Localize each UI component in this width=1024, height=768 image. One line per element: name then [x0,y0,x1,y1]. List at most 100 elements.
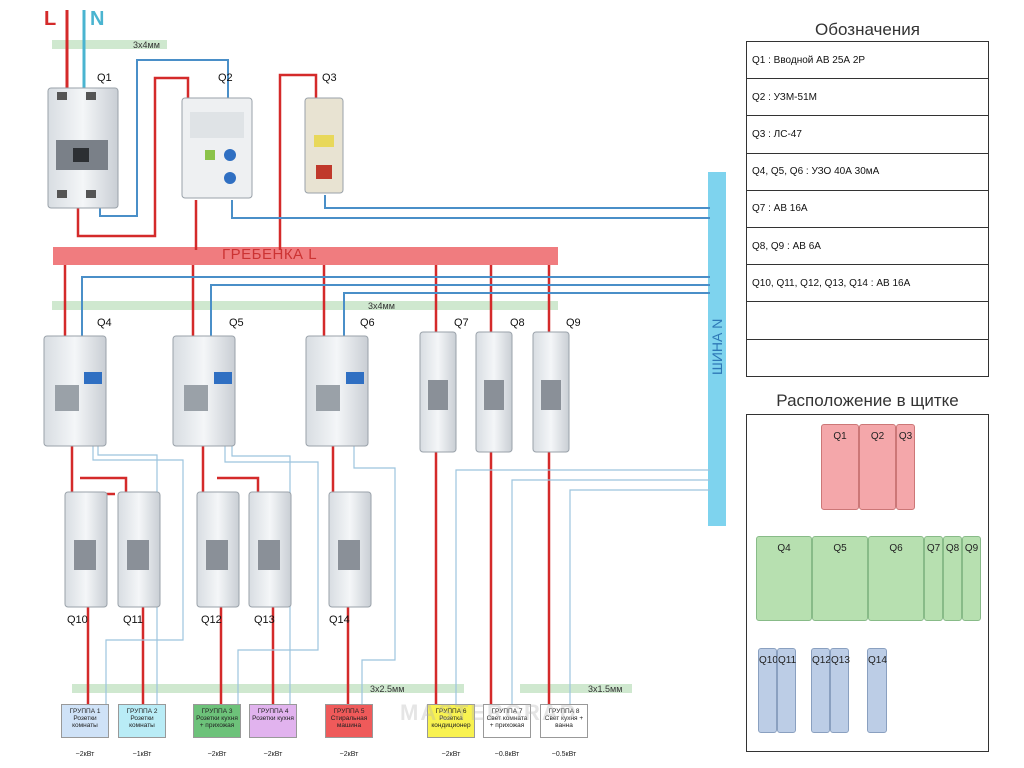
legend-table: Q1 : Вводной АВ 25А 2Р Q2 : УЗМ-51М Q3 :… [746,41,989,377]
cable-label-mid: 3х4мм [368,301,395,311]
group-8-title: ГРУППА 8 [548,708,580,715]
label-q9: Q9 [566,317,581,329]
layout-q1: Q1 [821,424,859,510]
group-7-power: ~0.8кВт [494,751,520,758]
layout-q11: Q11 [777,648,796,733]
label-q6: Q6 [360,317,375,329]
layout-title: Расположение в щитке [776,391,959,410]
group-5-desc: Стиральная машина [330,715,368,729]
cable-label-top: 3х4мм [133,40,160,50]
group-3-title: ГРУППА 3 [201,708,233,715]
label-q14: Q14 [329,614,350,626]
breaker-q10[interactable] [64,491,108,608]
layout-q9: Q9 [962,536,981,621]
group-8-desc: Свет кухня + ванна [544,715,584,729]
legend-row [747,340,988,377]
breaker-q14[interactable] [328,491,372,608]
cable-band-bottom-right [520,684,632,693]
legend-row [747,302,988,340]
cable-label-bottom-right: 3х1.5мм [588,684,623,694]
layout-q10: Q10 [758,648,778,733]
legend-row: Q3 : ЛС-47 [747,116,988,154]
comb-bus-label: ГРЕБЕНКА L [222,246,318,263]
label-q13: Q13 [254,614,275,626]
cable-band-mid [52,301,558,310]
legend-row: Q4, Q5, Q6 : УЗО 40А 30мА [747,154,988,191]
group-3-box: ГРУППА 3 Розетки кухня + прихожая [193,704,241,738]
layout-q7: Q7 [924,536,943,621]
rcd-q5[interactable] [172,335,236,447]
group-1-power: ~2кВт [75,751,95,758]
indicator-lamp-q3[interactable] [304,97,344,194]
rcd-q6[interactable] [305,335,369,447]
group-8-box: ГРУППА 8 Свет кухня + ванна [540,704,588,738]
input-n-label: N [90,8,105,30]
legend-row: Q1 : Вводной АВ 25А 2Р [747,42,988,80]
group-2-desc: Розетки комнаты [129,715,155,729]
group-3-desc: Розетки кухня + прихожая [196,715,238,729]
comb-bus-l [53,247,558,265]
watermark: MASTERGRAD [400,700,578,725]
group-1-title: ГРУППА 1 [69,708,101,715]
bus-n-label: ШИНА N [709,318,725,375]
input-l-label: L [44,8,57,30]
group-3-power: ~2кВт [207,751,227,758]
group-7-title: ГРУППА 7 [491,708,523,715]
label-q8: Q8 [510,317,525,329]
group-2-title: ГРУППА 2 [126,708,158,715]
breaker-q7[interactable] [419,331,457,453]
label-q12: Q12 [201,614,222,626]
group-7-box: ГРУППА 7 Свет комната + прихожая [483,704,531,738]
bus-n [708,172,726,526]
group-6-power: ~2кВт [441,751,461,758]
label-q11: Q11 [123,614,143,626]
label-q5: Q5 [229,317,244,329]
legend-row: Q10, Q11, Q12, Q13, Q14 : АВ 16А [747,265,988,303]
breaker-q13[interactable] [248,491,292,608]
layout-q12: Q12 [811,648,831,733]
group-2-box: ГРУППА 2 Розетки комнаты [118,704,166,738]
label-q10: Q10 [67,614,88,626]
label-q2: Q2 [218,72,233,84]
layout-q14: Q14 [867,648,887,733]
group-1-box: ГРУППА 1 Розетки комнаты [61,704,109,738]
label-q1: Q1 [97,72,112,84]
group-5-title: ГРУППА 5 [333,708,365,715]
panel-layout: Q1 Q2 Q3 Q4 Q5 Q6 Q7 Q8 Q9 Q10 Q11 Q12 Q… [746,414,989,752]
group-5-box: ГРУППА 5 Стиральная машина [325,704,373,738]
group-4-power: ~2кВт [263,751,283,758]
group-8-power: ~0.5кВт [551,751,577,758]
layout-q3: Q3 [896,424,915,510]
group-5-power: ~2кВт [339,751,359,758]
layout-q6: Q6 [868,536,924,621]
group-4-desc: Розетки кухня [252,715,294,722]
group-7-desc: Свет комната + прихожая [486,715,528,729]
group-6-box: ГРУППА 6 Розетка кондиционер [427,704,475,738]
breaker-q8[interactable] [475,331,513,453]
breaker-q12[interactable] [196,491,240,608]
group-2-power: ~1кВт [132,751,152,758]
layout-q8: Q8 [943,536,962,621]
breaker-q9[interactable] [532,331,570,453]
label-q4: Q4 [97,317,112,329]
group-4-title: ГРУППА 4 [257,708,289,715]
layout-q2: Q2 [859,424,896,510]
cable-label-bottom-left: 3х2.5мм [370,684,405,694]
breaker-q11[interactable] [117,491,161,608]
legend-row: Q7 : АВ 16А [747,191,988,228]
label-q3: Q3 [322,72,337,84]
cable-band-bottom-left [72,684,464,693]
group-4-box: ГРУППА 4 Розетки кухня [249,704,297,738]
neutral-wires [81,59,710,336]
legend-row: Q8, Q9 : АВ 6А [747,228,988,266]
breaker-q1[interactable] [47,87,119,209]
group-1-desc: Розетки комнаты [72,715,98,729]
rcd-q4[interactable] [43,335,107,447]
label-q7: Q7 [454,317,469,329]
group-6-title: ГРУППА 6 [435,708,467,715]
cable-band-top [52,40,167,49]
layout-q4: Q4 [756,536,812,621]
layout-q13: Q13 [830,648,850,733]
voltage-relay-q2[interactable] [181,97,253,199]
legend-row: Q2 : УЗМ-51М [747,79,988,117]
